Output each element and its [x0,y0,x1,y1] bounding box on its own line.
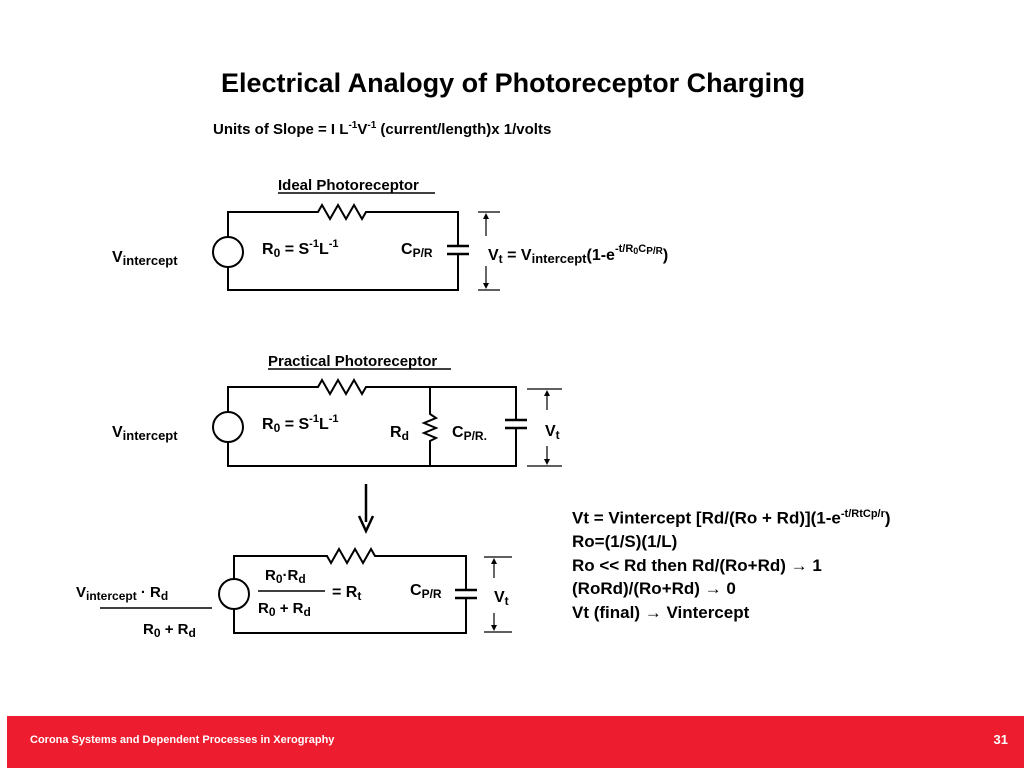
footer-title: Corona Systems and Dependent Processes i… [30,734,335,746]
practical-rd-label: Rd [390,424,409,443]
units-prefix: Units of Slope = I L [213,121,349,138]
practical-circuit: Practical Photoreceptor Vintercept R0 = … [112,353,562,467]
equivalent-top-wire [233,546,467,590]
equivalent-vt-label: Vt [494,589,509,608]
practical-vt-label: Vt [545,423,560,442]
equation-line-2: Ro=(1/S)(1/L) [572,532,678,552]
equivalent-source-symbol [218,578,250,610]
equivalent-source-denominator: R0 + Rd [143,621,196,640]
equivalent-source-numerator: Vintercept · Rd [76,584,168,603]
equivalent-rt-denominator: R0 + Rd [258,600,311,619]
equivalent-bottom-wire [233,598,467,634]
ideal-top-wire [227,202,459,246]
practical-top-wire [227,377,517,420]
ideal-r0-label: R0 = S-1L-1 [262,238,339,260]
ideal-heading: Ideal Photoreceptor [278,177,419,194]
units-of-slope: Units of Slope = I L-1V-1 (current/lengt… [213,120,551,138]
practical-cap-label: CP/R. [452,424,487,443]
ideal-source-label: Vintercept [112,249,178,268]
practical-heading: Practical Photoreceptor [268,353,437,370]
equation-line-3: Ro << Rd then Rd/(Ro+Rd) → 1 [572,555,822,575]
units-sup1: -1 [348,120,358,131]
ideal-source-symbol [212,236,244,268]
practical-rd-resistor [421,387,439,466]
equation-line-5: Vt (final) → Vintercept [572,602,750,622]
ideal-vt-equation: Vt = Vintercept(1-e-t/R0CP/R) [488,243,668,266]
equivalent-cap-label: CP/R [410,582,442,601]
practical-source-label: Vintercept [112,424,178,443]
units-sup2: -1 [367,120,377,131]
practical-source-symbol [212,411,244,443]
footer-bar: Corona Systems and Dependent Processes i… [7,716,1024,768]
slide-title: Electrical Analogy of Photoreceptor Char… [221,68,806,98]
circuit-diagrams: Ideal Photoreceptor Vintercept R0 = S-1L… [76,177,668,640]
equation-line-1: Vt = Vintercept [Rd/(Ro + Rd)](1-e-t/RtC… [572,508,891,528]
equation-line-4: (RoRd)/(Ro+Rd) → 0 [572,579,736,599]
equivalent-rt-numerator: R0·Rd [265,567,306,586]
equivalent-rt-label: = Rt [332,584,361,603]
equations-block: Vt = Vintercept [Rd/(Ro + Rd)](1-e-t/RtC… [572,503,891,624]
down-arrow-icon [357,484,375,534]
practical-bottom-wire [227,428,517,467]
ideal-bottom-wire [227,254,459,291]
ideal-cap-label: CP/R [401,241,433,260]
units-suffix: (current/length)x 1/volts [376,121,552,138]
equivalent-circuit: Vintercept · Rd R0 + Rd R0·Rd R0 + Rd = … [76,546,512,640]
ideal-circuit: Ideal Photoreceptor Vintercept R0 = S-1L… [112,177,668,291]
page-number: 31 [993,732,1008,747]
practical-r0-label: R0 = S-1L-1 [262,413,339,435]
units-mid: V [357,121,368,138]
